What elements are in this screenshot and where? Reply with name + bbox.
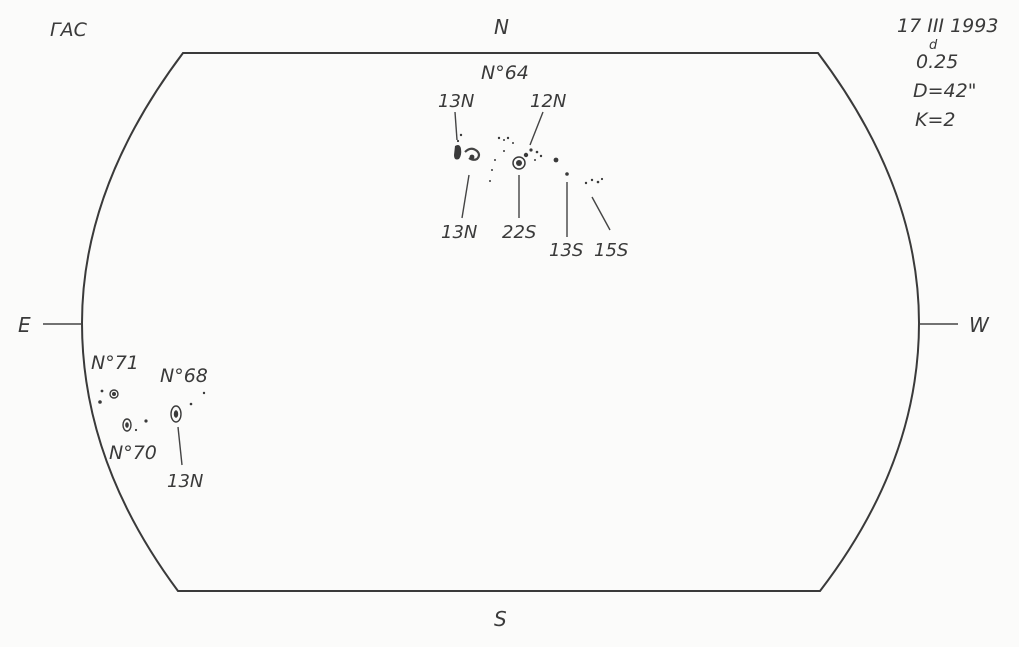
group-68-spots: [170, 391, 206, 423]
group-64-lat-13s: 13S: [549, 240, 583, 261]
group-71-label: N°71: [91, 352, 139, 374]
group-64-lat-13n-bottom: 13N: [441, 222, 477, 243]
group-64-lat-12n: 12N: [530, 91, 566, 112]
solar-disk-outline: [80, 52, 921, 592]
group-64-lat-22s: 22S: [502, 222, 536, 243]
observation-date: 17 III 1993: [897, 15, 998, 37]
group-70-spots: [122, 418, 148, 432]
group-64-lat-15s: 15S: [594, 240, 628, 261]
leader-15s: [591, 196, 611, 231]
observation-time-mark: d: [929, 38, 938, 53]
east-label: E: [18, 313, 31, 337]
leader-13n-top: [454, 111, 458, 141]
group-68-lat-13n: 13N: [167, 471, 203, 492]
west-label: W: [969, 313, 990, 337]
group-64-spots: [454, 133, 604, 185]
group-70-label: N°70: [109, 442, 157, 464]
north-label: N: [494, 15, 509, 39]
observation-diameter: D=42": [913, 80, 976, 102]
leader-12n: [529, 111, 544, 146]
south-label: S: [494, 607, 507, 631]
group-64-lat-13n-top: 13N: [438, 91, 474, 112]
leader-13n-bottom: [461, 174, 470, 219]
group-71-spots: [98, 389, 119, 404]
leader-68-13n: [177, 426, 183, 466]
observatory-label: ГАС: [50, 19, 88, 41]
group-68-label: N°68: [160, 365, 208, 387]
observation-quality: K=2: [915, 109, 955, 131]
observation-time: 0.25: [916, 51, 958, 73]
group-64-label: N°64: [481, 62, 529, 84]
